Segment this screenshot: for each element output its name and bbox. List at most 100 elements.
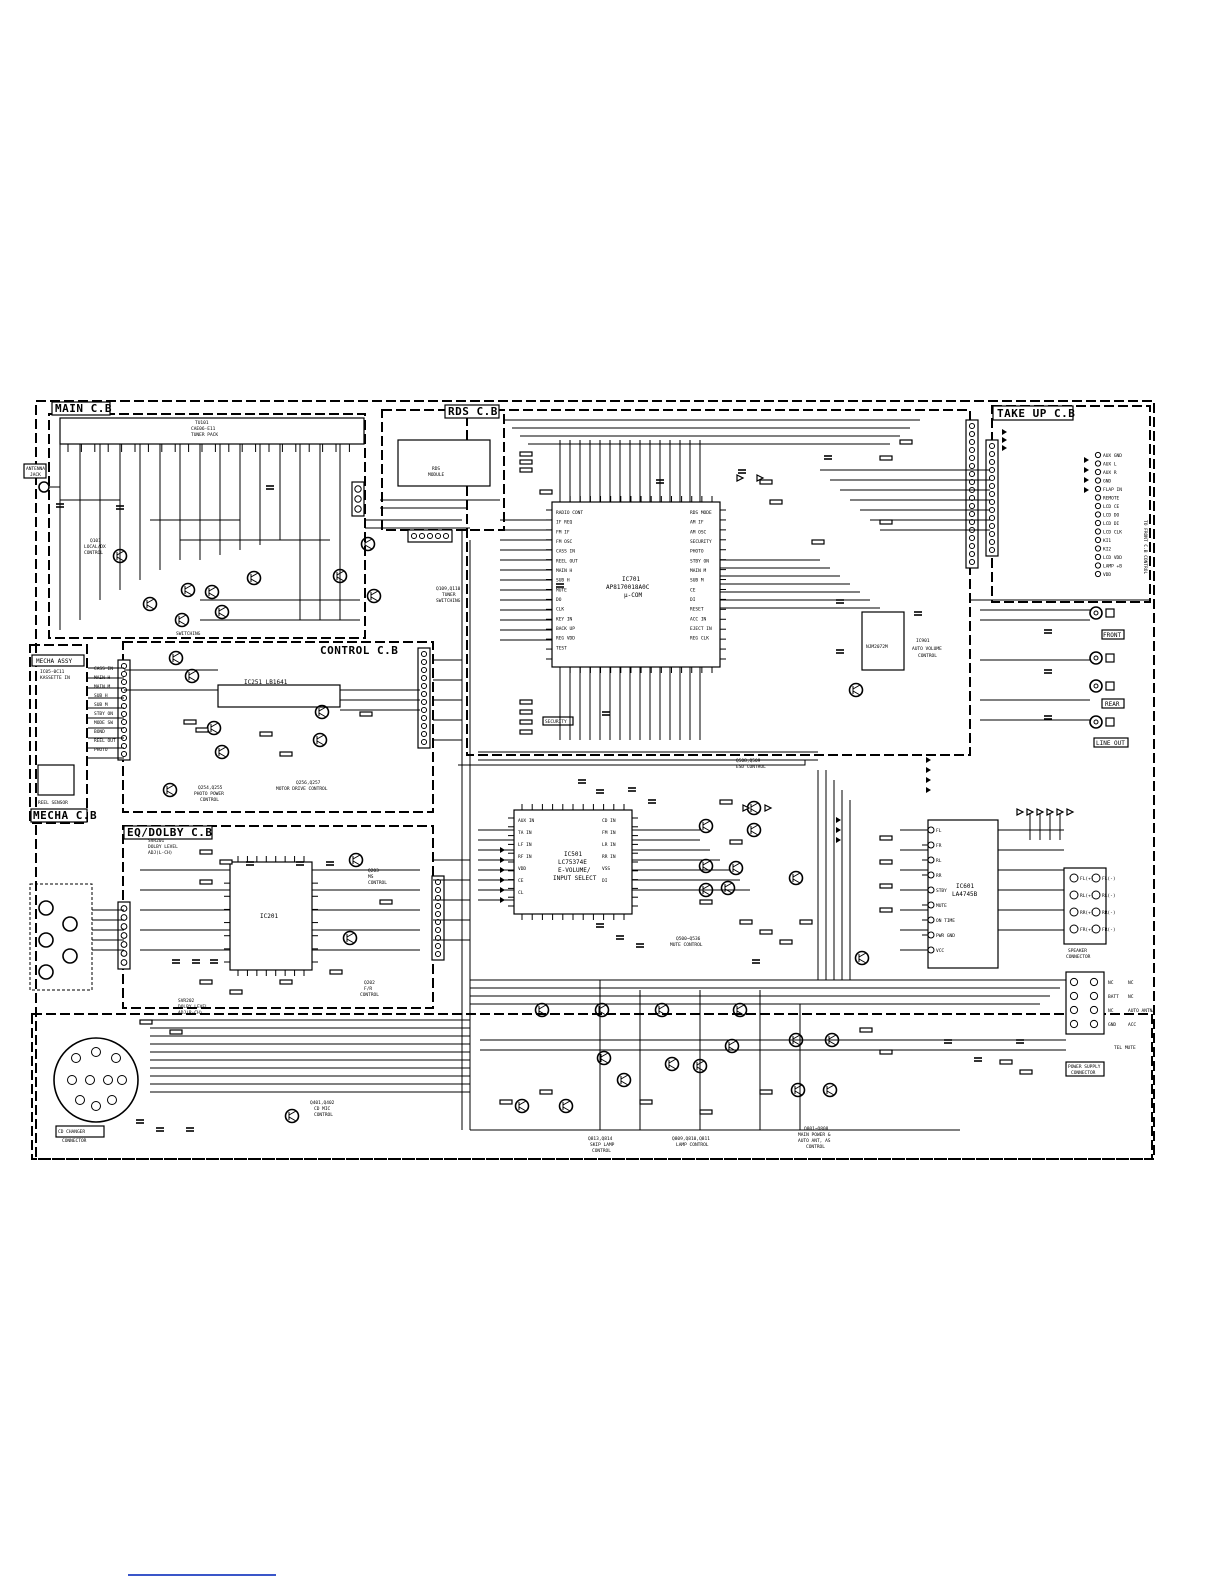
connector-pin [420, 730, 428, 738]
connector-pin [120, 932, 128, 939]
ic601-part: LA4745B [952, 891, 978, 898]
ic-pin-label: KEY IN [556, 616, 573, 622]
connector-pin [420, 682, 428, 690]
transistor [728, 860, 744, 876]
ic601-pin-label: STBY [936, 888, 947, 894]
transistor-collector [750, 824, 759, 830]
resistor [699, 899, 713, 905]
power-pin-label: NC [1128, 994, 1134, 1000]
speaker-pin-label: RR(+) [1080, 910, 1094, 916]
transistor [112, 548, 128, 564]
ic-pin-label: SECURITY [690, 539, 712, 545]
connector-pin [120, 678, 128, 686]
connector-pin [120, 750, 128, 758]
transistor-emitter [750, 808, 759, 814]
transistor-collector [732, 862, 741, 868]
signal-arrow [836, 817, 841, 823]
security-box [542, 716, 574, 726]
transistor-emitter [336, 576, 345, 582]
tuner-switch-3: SWITCHING [436, 598, 461, 604]
transistor-emitter [172, 658, 181, 664]
transistor-collector [352, 854, 361, 860]
resistor [279, 751, 293, 757]
signal-arrow [926, 757, 931, 763]
speaker-label-2: CONNECTOR [1066, 954, 1091, 960]
resistor [359, 711, 373, 717]
connector-pin [434, 878, 442, 886]
mecha-pin-label: MODE SW [94, 720, 113, 726]
takeup-pin [1094, 477, 1102, 484]
transistor [724, 1038, 740, 1054]
ic901-part: NJM2072M [866, 644, 888, 650]
ic901-role-2: CONTROL [918, 653, 937, 659]
mecha-pin-label: CASS IN [94, 666, 113, 672]
connector-pin [988, 474, 996, 482]
connector-pin [420, 706, 428, 714]
diode [1046, 808, 1055, 816]
rds-cb-title: RDS C.B [448, 405, 498, 418]
transistor [206, 720, 222, 736]
resistor [879, 455, 893, 461]
resistor [759, 479, 773, 485]
power-label-box [1065, 1061, 1105, 1077]
takeup-pin-label: REMOTE [1103, 496, 1120, 502]
switching-label: SWITCHING [176, 631, 201, 637]
connector-pin [968, 542, 976, 550]
ic601-pin-label: RR [936, 873, 942, 879]
connector-pin [354, 485, 362, 493]
rca-channel-box [1105, 608, 1115, 618]
connector-pin [434, 950, 442, 958]
transistor-collector [116, 550, 125, 556]
ic701-body [551, 501, 721, 668]
takeup-pin [1094, 536, 1102, 544]
din-pin [107, 1095, 117, 1105]
resistor [279, 979, 293, 985]
transistor-collector [172, 652, 181, 658]
signal-arrow [836, 837, 841, 843]
transistor [180, 582, 196, 598]
transistor-collector [620, 1074, 629, 1080]
resistor [183, 719, 197, 725]
takeup-pin [1094, 511, 1102, 518]
power-pin-label: GND [1108, 1022, 1116, 1028]
transistor-collector [146, 598, 155, 604]
resistor [1019, 1069, 1033, 1075]
ic-pin-label: REG VDD [556, 636, 575, 642]
mute-control-2: MUTE CONTROL [670, 942, 703, 948]
connector-pin [434, 532, 442, 540]
connector-pin [442, 532, 450, 540]
transistor-emitter [702, 826, 711, 832]
reel-sensor-box [37, 764, 75, 796]
din-pin [103, 1075, 113, 1085]
resistor [195, 727, 209, 733]
diode [736, 474, 745, 482]
cd-mic-3: CONTROL [314, 1112, 333, 1118]
transistor-emitter [316, 740, 325, 746]
speaker-pin [1091, 907, 1101, 917]
transistor-collector [728, 1040, 737, 1046]
transistor [594, 1002, 610, 1018]
transistor-emitter [352, 860, 361, 866]
ic-pin-label: TA IN [518, 830, 532, 836]
resistor [879, 1049, 893, 1055]
rca-channel-box [1105, 653, 1115, 663]
ic601-ref: IC601 [956, 883, 974, 890]
eq-connector-left [117, 901, 131, 970]
power-label-2: CONNECTOR [1071, 1070, 1096, 1076]
mecha-pin-label: REEL OUT [94, 738, 116, 744]
transistor [284, 1108, 300, 1124]
transistor-collector [852, 684, 861, 690]
takeup-pin [1094, 451, 1102, 459]
connector-pin [418, 532, 426, 540]
take-up-cb-block [991, 405, 1151, 603]
resistor [879, 519, 893, 525]
rca-jack-center [1093, 655, 1099, 661]
connector-body [117, 901, 131, 970]
head-coil [62, 948, 78, 964]
main-power-4: CONTROL [806, 1144, 825, 1150]
signal-arrow [1084, 477, 1089, 483]
lamp-control-2: LAMP CONTROL [676, 1142, 709, 1148]
connector-pin [420, 722, 428, 730]
connector-pin [968, 462, 976, 470]
